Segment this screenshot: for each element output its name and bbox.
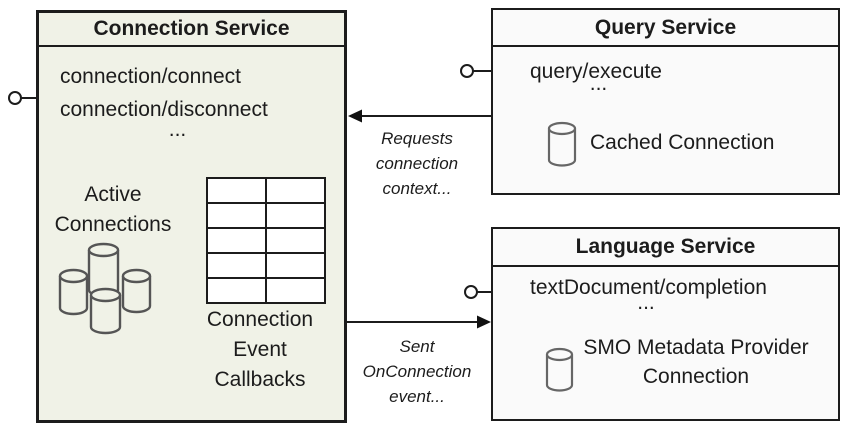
smo-metadata-provider-connection-label: SMO Metadata Provider Connection	[583, 336, 809, 388]
table-cell	[267, 279, 324, 302]
requests-connection-context-label: Requests connection context...	[375, 129, 459, 198]
query-methods-ellipsis: ...	[589, 72, 608, 95]
method-query-execute: query/execute	[530, 60, 662, 83]
query-service-title: Query Service	[493, 10, 838, 47]
method-textdocument-completion: textDocument/completion	[530, 276, 767, 299]
method-connection-disconnect: connection/disconnect	[60, 98, 268, 121]
callbacks-table	[206, 177, 326, 304]
connection-event-callbacks-label: Connection Event Callbacks	[206, 308, 314, 391]
method-connection-connect: connection/connect	[60, 65, 241, 88]
table-cell	[267, 179, 324, 202]
database-cylinder-icon	[545, 347, 574, 392]
table-cell	[208, 204, 265, 227]
connection-methods-ellipsis: ...	[168, 118, 187, 141]
table-cell	[208, 254, 265, 277]
active-connections-cluster-icon	[58, 242, 160, 338]
table-cell	[267, 204, 324, 227]
onconnection-event-arrow	[347, 315, 491, 329]
active-connections-label: Active Connections	[54, 183, 172, 236]
table-cell	[208, 229, 265, 252]
database-cylinder-icon	[121, 268, 152, 314]
language-methods-ellipsis: ...	[637, 291, 655, 314]
connection-service-title: Connection Service	[39, 13, 344, 47]
requests-context-arrow	[348, 109, 491, 123]
database-cylinder-icon	[89, 287, 122, 335]
connection-service-box: Connection Service connection/connect co…	[36, 10, 347, 423]
language-service-title: Language Service	[493, 229, 838, 267]
table-cell	[267, 254, 324, 277]
database-cylinder-icon	[58, 268, 89, 316]
sent-onconnection-event-label: Sent OnConnection event...	[362, 337, 472, 406]
database-cylinder-icon	[547, 121, 577, 167]
cached-connection-label: Cached Connection	[590, 131, 775, 154]
language-service-box: Language Service textDocument/completion…	[491, 227, 840, 421]
table-cell	[208, 179, 265, 202]
query-service-box: Query Service query/execute ... Cached C…	[491, 8, 840, 195]
table-cell	[267, 229, 324, 252]
table-cell	[208, 279, 265, 302]
